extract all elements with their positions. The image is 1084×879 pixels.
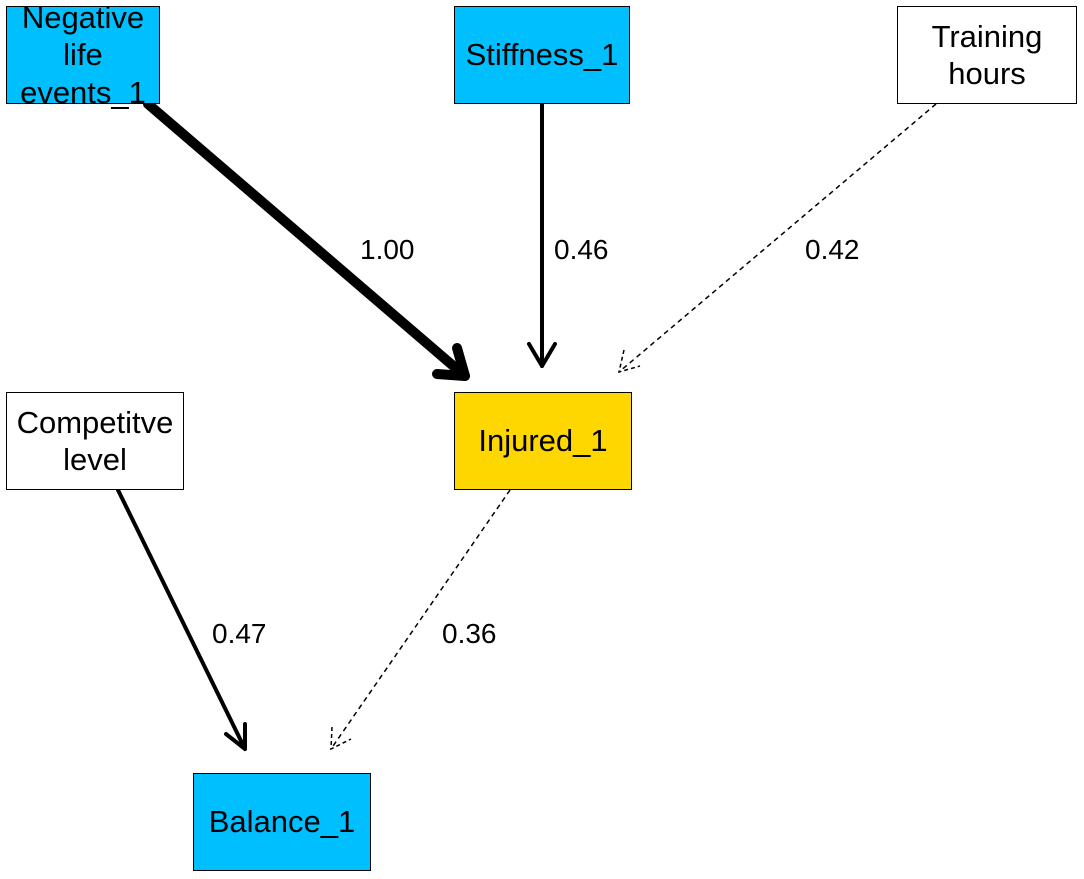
- node-negative-life-events: Negative life events_1: [6, 0, 160, 110]
- arrowhead-training-hours-to-injured: [617, 349, 641, 374]
- edge-weight-label: 0.36: [442, 618, 497, 649]
- arrowhead-injured-to-balance: [330, 726, 352, 751]
- edge-weight-label: 0.46: [554, 234, 609, 265]
- node-label-stiffness: Stiffness_1: [465, 37, 619, 73]
- edge-injured-to-balance: [330, 489, 511, 750]
- edge-competitive-level-to-balance: [116, 488, 247, 751]
- edge-negative-life-events-to-injured: [143, 99, 470, 381]
- edge-training-hours-to-injured: [618, 103, 937, 373]
- edge-weight-label: 0.47: [212, 618, 267, 649]
- edge-weight-label: 0.42: [805, 234, 860, 265]
- node-balance: Balance_1: [193, 773, 371, 871]
- node-training-hours: Training hours: [897, 6, 1077, 104]
- node-label-balance: Balance_1: [208, 804, 356, 840]
- arrowhead-competitive-level-to-balance: [224, 722, 247, 751]
- arrowhead-negative-life-events-to-injured: [432, 343, 470, 381]
- edge-weight-label: 1.00: [360, 234, 415, 265]
- arrowhead-stiffness-to-injured: [527, 342, 557, 368]
- node-label-training-hours: Training hours: [931, 18, 1043, 91]
- node-label-competitive-level: Competitve level: [16, 404, 174, 477]
- node-competitive-level: Competitve level: [6, 392, 184, 490]
- node-injured: Injured_1: [454, 392, 632, 490]
- node-label-negative-life-events: Negative life events_1: [20, 0, 146, 110]
- node-label-injured: Injured_1: [478, 423, 608, 459]
- node-stiffness: Stiffness_1: [454, 6, 630, 104]
